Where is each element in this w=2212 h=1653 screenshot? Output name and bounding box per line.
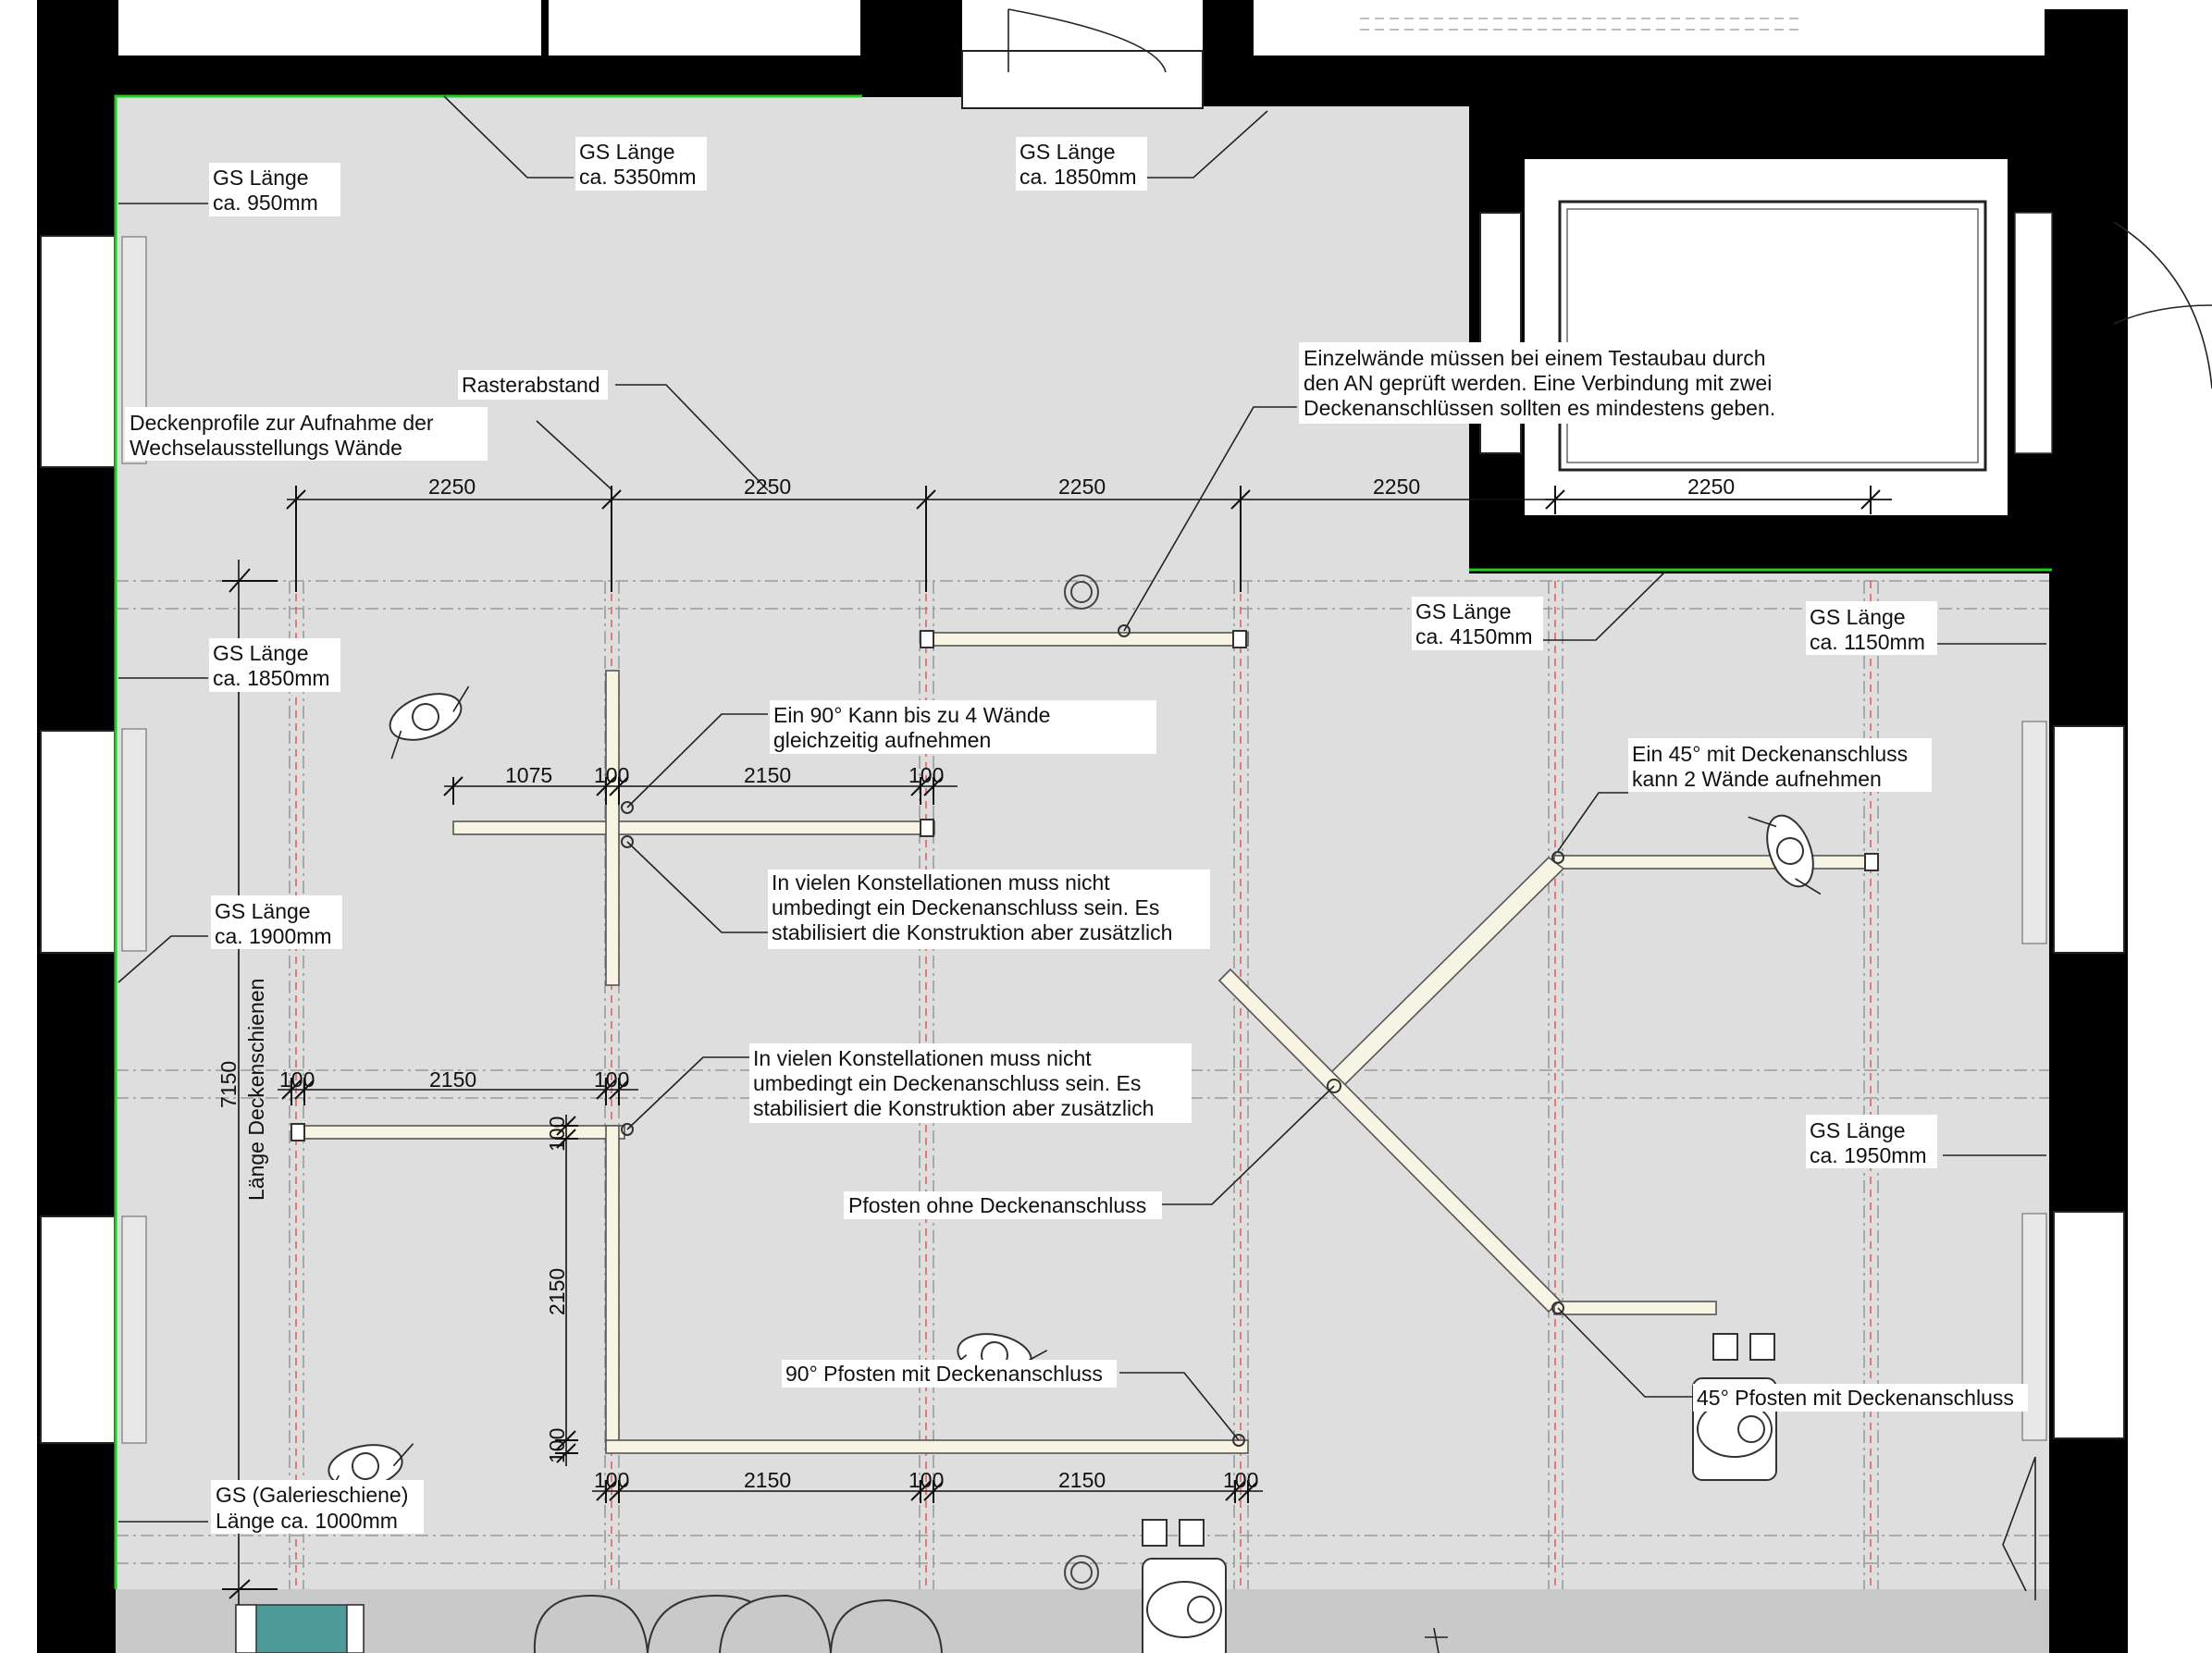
label-gs-1900-l2: ca. 1900mm bbox=[215, 924, 332, 948]
label-gs-1900-l1: GS Länge bbox=[215, 899, 311, 923]
dim-cross-100b: 100 bbox=[908, 763, 944, 787]
dim-vert-2150: 2150 bbox=[545, 1268, 569, 1315]
label-konst2-l2: umbedingt ein Deckenanschluss sein. Es bbox=[753, 1071, 1141, 1095]
dim-raster-3: 2250 bbox=[1058, 475, 1106, 499]
label-gs-1150-l2: ca. 1150mm bbox=[1810, 630, 1925, 654]
dim-vert-100a: 100 bbox=[545, 1116, 569, 1152]
label-einzelwaende-l1: Einzelwände müssen bei einem Testaubau d… bbox=[1304, 346, 1766, 370]
label-gs-1850-top-l1: GS Länge bbox=[1019, 140, 1116, 164]
label-gs-galerie-l2: Länge ca. 1000mm bbox=[216, 1509, 398, 1533]
dim-raster-4: 2250 bbox=[1373, 475, 1420, 499]
door-right bbox=[2014, 212, 2053, 454]
label-gs-1850-left-l2: ca. 1850mm bbox=[213, 666, 330, 690]
dim-raster-1: 2250 bbox=[428, 475, 476, 499]
dim-raster-5: 2250 bbox=[1687, 475, 1735, 499]
dim-bottom-2150b: 2150 bbox=[1058, 1468, 1106, 1492]
label-konst1-l1: In vielen Konstellationen muss nicht bbox=[772, 870, 1110, 894]
dim-cross-1075: 1075 bbox=[505, 763, 552, 787]
label-pfosten45: 45° Pfosten mit Deckenanschluss bbox=[1697, 1386, 2014, 1410]
label-einzelwaende-l3: Deckenanschlüssen sollten es mindestens … bbox=[1304, 396, 1775, 420]
edge-highlight bbox=[114, 94, 2052, 1589]
label-gs-1150-l1: GS Länge bbox=[1810, 605, 1906, 629]
dim-bottom-2150a: 2150 bbox=[744, 1468, 791, 1492]
label-konst2-l3: stabilisiert die Konstruktion aber zusät… bbox=[753, 1096, 1154, 1120]
corridor-floor bbox=[116, 1589, 2109, 1653]
label-gs-950-l2: ca. 950mm bbox=[213, 191, 318, 215]
dim-raster-2: 2250 bbox=[744, 475, 791, 499]
stair-core bbox=[1525, 159, 2008, 515]
label-pfosten-ohne: Pfosten ohne Deckenanschluss bbox=[848, 1193, 1146, 1217]
label-gs-4150-l2: ca. 4150mm bbox=[1415, 624, 1533, 648]
label-ein90-l1: Ein 90° Kann bis zu 4 Wände bbox=[773, 703, 1050, 727]
dim-cross-100a: 100 bbox=[594, 763, 629, 787]
annotation-labels: GS Länge ca. 5350mm GS Länge ca. 1850mm … bbox=[125, 137, 2028, 1534]
dim-l-100b: 100 bbox=[594, 1067, 629, 1092]
dim-l-100a: 100 bbox=[279, 1067, 315, 1092]
label-gs-4150-l1: GS Länge bbox=[1415, 599, 1512, 623]
dim-total-7150: 7150 bbox=[216, 1061, 241, 1108]
dim-vert-100b: 100 bbox=[545, 1428, 569, 1463]
label-laenge-deckenschienen: Länge Deckenschienen bbox=[244, 979, 268, 1201]
label-gs-950-l1: GS Länge bbox=[213, 166, 309, 190]
label-gs-5350-l1: GS Länge bbox=[579, 140, 675, 164]
label-konst1-l3: stabilisiert die Konstruktion aber zusät… bbox=[772, 920, 1172, 944]
label-einzelwaende-l2: den AN geprüft werden. Eine Verbindung m… bbox=[1304, 371, 1772, 395]
label-ein45-l2: kann 2 Wände aufnehmen bbox=[1632, 767, 1882, 791]
label-konst1-l2: umbedingt ein Deckenanschluss sein. Es bbox=[772, 895, 1159, 919]
dimension-lines bbox=[222, 486, 1892, 1605]
stair-box bbox=[1558, 200, 1987, 472]
leader-lines bbox=[117, 95, 2046, 1523]
label-gs-1950-l1: GS Länge bbox=[1810, 1118, 1906, 1142]
dim-l-2150: 2150 bbox=[429, 1067, 476, 1092]
label-pfosten90: 90° Pfosten mit Deckenanschluss bbox=[785, 1362, 1103, 1386]
round-columns bbox=[1064, 574, 1099, 1590]
label-gs-1950-l2: ca. 1950mm bbox=[1810, 1143, 1927, 1167]
label-gs-5350-l2: ca. 5350mm bbox=[579, 165, 697, 189]
label-konst2-l1: In vielen Konstellationen muss nicht bbox=[753, 1046, 1092, 1070]
posts bbox=[290, 624, 1879, 1447]
label-gs-1850-left-l1: GS Länge bbox=[213, 641, 309, 665]
dim-bottom-100a: 100 bbox=[594, 1468, 629, 1492]
label-rasterabstand: Rasterabstand bbox=[462, 373, 600, 397]
label-deckenprofile-l2: Wechselausstellungs Wände bbox=[130, 436, 402, 460]
dimension-values: 2250 2250 2250 2250 2250 1075 100 2150 1… bbox=[216, 475, 1735, 1492]
label-ein90-l2: gleichzeitig aufnehmen bbox=[773, 728, 991, 752]
label-deckenprofile-l1: Deckenprofile zur Aufnahme der bbox=[130, 411, 434, 435]
dim-bottom-100b: 100 bbox=[908, 1468, 944, 1492]
label-ein45-l1: Ein 45° mit Deckenanschluss bbox=[1632, 742, 1908, 766]
label-gs-1850-top-l2: ca. 1850mm bbox=[1019, 165, 1137, 189]
dim-bottom-100c: 100 bbox=[1223, 1468, 1258, 1492]
dim-cross-2150: 2150 bbox=[744, 763, 791, 787]
label-gs-galerie-l1: GS (Galerieschiene) bbox=[216, 1483, 408, 1507]
corridor-furniture bbox=[235, 1456, 2036, 1653]
exhibition-walls bbox=[290, 632, 1879, 1454]
